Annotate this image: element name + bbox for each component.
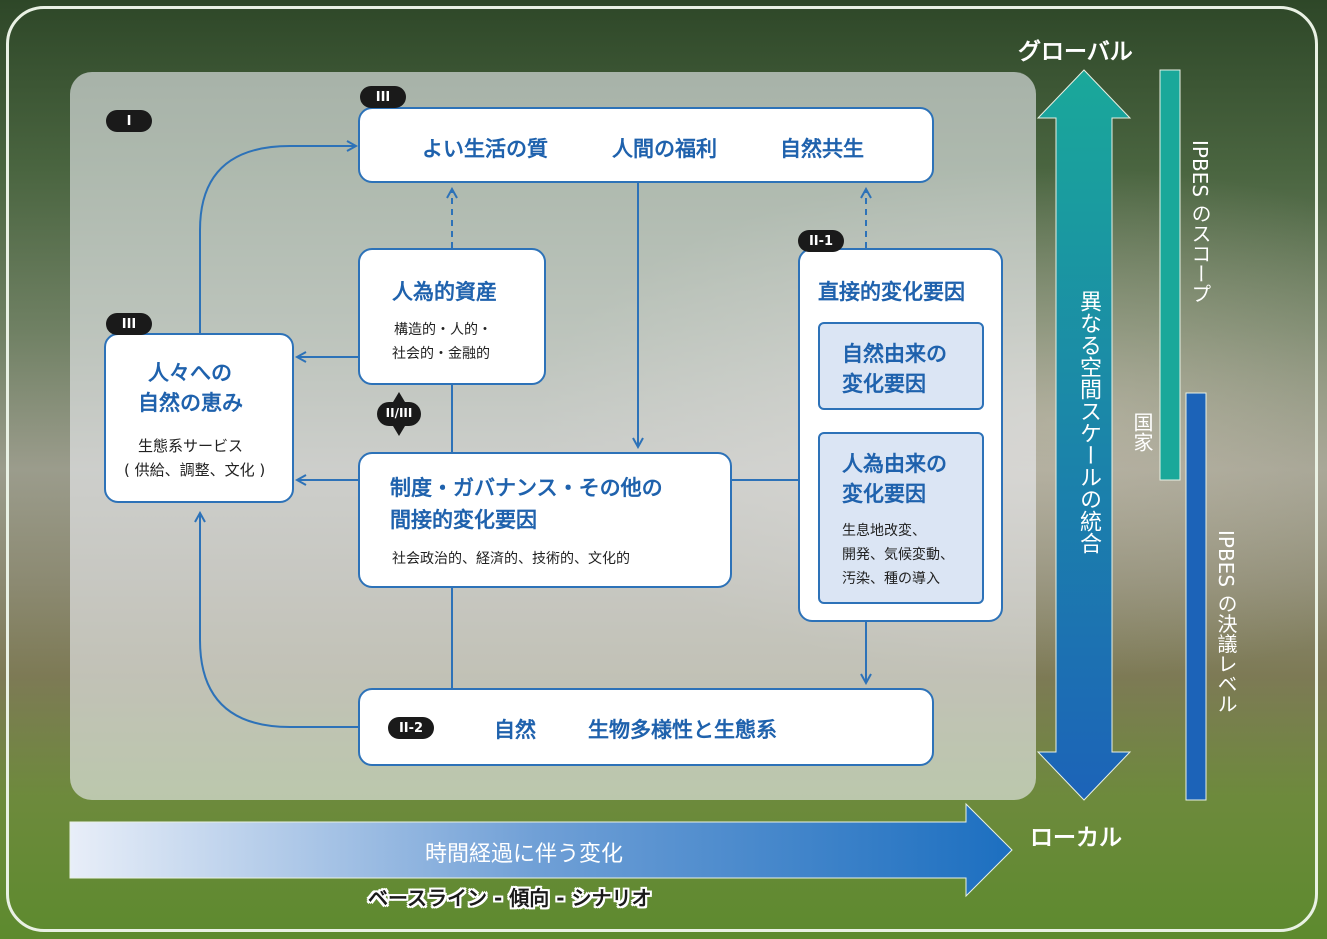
natural-drivers-line2: 変化要因: [842, 372, 926, 396]
anthro-detail3: 汚染、種の導入: [842, 571, 940, 587]
assets-line2: 社会的・金融的: [392, 346, 490, 362]
ipbes-decision-label: IPBES の決議レベル: [1214, 530, 1238, 714]
ipbes-scope-bar: [1159, 69, 1181, 481]
institutions-sub: 社会政治的、経済的、技術的、文化的: [392, 551, 630, 567]
anthro-drivers-line1: 人為由来の: [842, 452, 947, 476]
wellbeing-box: よい生活の質 人間の福利 自然共生: [358, 107, 934, 183]
ipbes-decision-bar: [1185, 392, 1207, 801]
global-label: グローバル: [1018, 39, 1133, 65]
ncp-sub2: ( 供給、調整、文化 ): [124, 461, 266, 479]
national-label: 国家: [1130, 412, 1154, 452]
spatial-scale-arrow: [1036, 69, 1132, 801]
natural-drivers-line1: 自然由来の: [842, 342, 947, 366]
badge-II-2: II-2: [388, 717, 434, 739]
institutions-line1: 制度・ガバナンス・その他の: [390, 476, 663, 500]
ipbes-scope-label: IPBES のスコープ: [1188, 140, 1212, 304]
anthro-detail1: 生息地改変、: [842, 523, 926, 539]
spatial-integration-label: 異なる空間スケールの統合: [1076, 290, 1101, 554]
arrow-ncp-to-wellbeing: [199, 146, 355, 333]
badge-III-left: III: [106, 313, 152, 335]
badge-I: I: [106, 110, 152, 132]
ncp-sub1: 生態系サービス: [138, 437, 244, 455]
anthro-drivers-line2: 変化要因: [842, 482, 926, 506]
wellbeing-quality: よい生活の質: [422, 137, 548, 161]
drivers-title: 直接的変化要因: [818, 280, 965, 304]
wellbeing-harmony: 自然共生: [780, 137, 864, 161]
institutions-box: 制度・ガバナンス・その他の 間接的変化要因 社会政治的、経済的、技術的、文化的: [358, 452, 732, 588]
ncp-line1: 人々への: [148, 361, 232, 385]
institutions-line2: 間接的変化要因: [390, 508, 537, 532]
time-caption: ベースライン - 傾向 - シナリオ: [368, 886, 652, 910]
ncp-line2: 自然の恵み: [138, 391, 243, 415]
badge-II-1: II-1: [798, 230, 844, 252]
badge-III-top: III: [360, 86, 406, 108]
assets-title: 人為的資産: [392, 280, 497, 304]
anthropogenic-assets-box: 人為的資産 構造的・人的・ 社会的・金融的: [358, 248, 546, 385]
outer-frame: [6, 6, 1318, 932]
natural-drivers-box: 自然由来の 変化要因: [818, 322, 984, 410]
anthro-detail2: 開発、気候変動、: [842, 547, 954, 563]
biodiversity-label: 生物多様性と生態系: [588, 718, 777, 742]
direct-drivers-box: 直接的変化要因 自然由来の 変化要因 人為由来の 変化要因 生息地改変、 開発、…: [798, 248, 1003, 622]
wellbeing-human: 人間の福利: [612, 137, 717, 161]
anthropogenic-drivers-box: 人為由来の 変化要因 生息地改変、 開発、気候変動、 汚染、種の導入: [818, 432, 984, 604]
time-arrow: [69, 802, 1013, 898]
time-arrow-label: 時間経過に伴う変化: [425, 842, 624, 867]
local-label: ローカル: [1030, 825, 1122, 851]
badge-II-III: II/III: [377, 392, 421, 436]
nature-label: 自然: [494, 718, 536, 742]
nature-box: II-2 自然 生物多様性と生態系: [358, 688, 934, 766]
assets-line1: 構造的・人的・: [394, 322, 492, 338]
ncp-box: 人々への 自然の恵み 生態系サービス ( 供給、調整、文化 ): [104, 333, 294, 503]
arrow-nature-to-ncp: [200, 514, 358, 728]
